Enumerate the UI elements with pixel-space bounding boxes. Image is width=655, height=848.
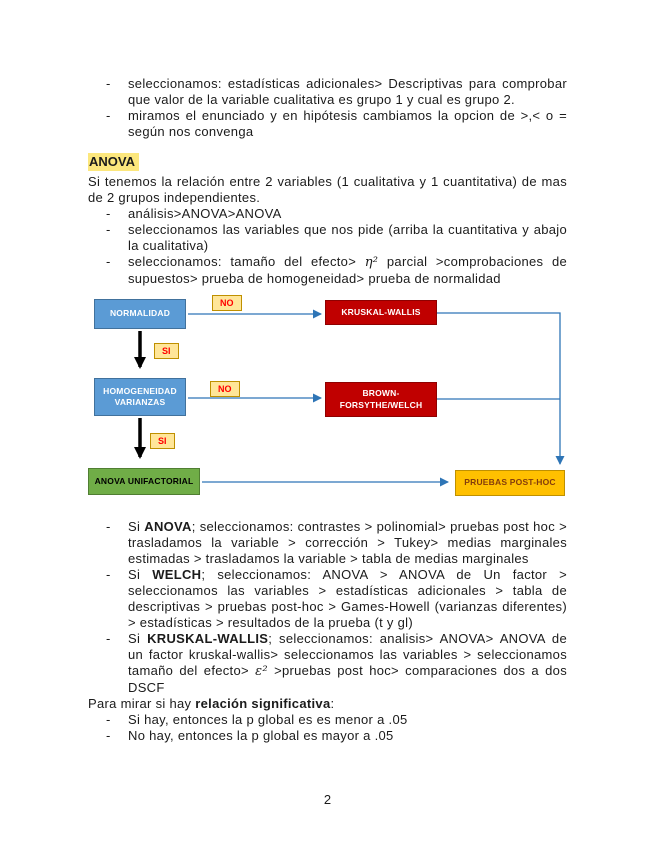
bullet-text: Si hay, entonces la p global es es menor… xyxy=(128,712,408,727)
list-item: - seleccionamos: estadísticas adicionale… xyxy=(88,76,567,108)
bullet-dash: - xyxy=(106,567,111,582)
kruskal-to-posthoc-connector xyxy=(437,312,565,465)
bullet-text-pre: seleccionamos: tamaño del efecto> xyxy=(128,254,365,269)
bullet-text: seleccionamos: tamaño del efecto> η² par… xyxy=(128,254,567,287)
bullet-text: análisis>ANOVA>ANOVA xyxy=(128,206,282,221)
bullet-text: Si WELCH; seleccionamos: ANOVA > ANOVA d… xyxy=(128,567,567,631)
anova-heading: ANOVA xyxy=(88,153,567,171)
list-item: - seleccionamos las variables que nos pi… xyxy=(88,222,567,254)
epsilon-squared-symbol: ε² xyxy=(255,664,268,679)
bullet-dash: - xyxy=(106,631,111,646)
flow-node-pruebas-posthoc: PRUEBAS POST-HOC xyxy=(455,470,565,496)
bullet-dash: - xyxy=(106,254,111,269)
bullet-text: Si KRUSKAL-WALLIS; seleccionamos: analis… xyxy=(128,631,567,696)
significance-lead: Para mirar si hay relación significativa… xyxy=(88,696,567,712)
flow-node-anova-unifactorial: ANOVA UNIFACTORIAL xyxy=(88,468,200,495)
flow-node-homogeneidad: HOMOGENEIDAD VARIANZAS xyxy=(94,378,186,416)
anova-bullet-list: - análisis>ANOVA>ANOVA - seleccionamos l… xyxy=(88,206,567,287)
bullet-keyword-kruskal-wallis: KRUSKAL-WALLIS xyxy=(147,631,269,646)
result-bullet-list: - Si ANOVA; seleccionamos: contrastes > … xyxy=(88,519,567,696)
bullet-si: Si xyxy=(128,567,153,582)
flowchart-connectors xyxy=(134,309,565,487)
anova-heading-text: ANOVA xyxy=(88,153,139,171)
significance-lead-text: Para mirar si hay xyxy=(88,696,196,711)
list-item: - Si KRUSKAL-WALLIS; seleccionamos: anal… xyxy=(88,631,567,696)
list-item: - Si hay, entonces la p global es es men… xyxy=(88,712,567,728)
anova-intro-paragraph: Si tenemos la relación entre 2 variables… xyxy=(88,174,567,205)
bullet-text-post: parcial >comprobaciones de supuestos> pr… xyxy=(128,254,568,286)
bullet-rest: ; seleccionamos: analisis> ANOVA> ANOVA … xyxy=(128,631,567,678)
bullet-text: No hay, entonces la p global es mayor a … xyxy=(128,728,394,743)
bullet-rest: ; seleccionamos: ANOVA > ANOVA de Un fac… xyxy=(128,567,567,630)
bullet-si: Si xyxy=(128,631,148,646)
bullet-si: Si xyxy=(128,519,145,534)
flow-label-si-normalidad: SI xyxy=(154,343,179,359)
bullet-rest: ; seleccionamos: contrastes > polinomial… xyxy=(128,519,567,566)
bullet-dash: - xyxy=(106,108,111,123)
significance-lead-bold: relación significativa xyxy=(195,696,331,711)
intro-bullet-list: - seleccionamos: estadísticas adicionale… xyxy=(88,76,567,140)
list-item: - Si ANOVA; seleccionamos: contrastes > … xyxy=(88,519,567,567)
bullet-keyword-welch: WELCH xyxy=(152,567,202,582)
list-item: - análisis>ANOVA>ANOVA xyxy=(88,206,567,222)
bullet-text: Si ANOVA; seleccionamos: contrastes > po… xyxy=(128,519,567,567)
anova-flowchart: NORMALIDAD NO KRUSKAL-WALLIS SI HOMOGENE… xyxy=(88,291,567,509)
flow-node-kruskal-wallis: KRUSKAL-WALLIS xyxy=(325,300,437,325)
bullet-text: miramos el enunciado y en hipótesis camb… xyxy=(128,108,567,139)
bullet-text: seleccionamos las variables que nos pide… xyxy=(128,222,567,253)
list-item: - seleccionamos: tamaño del efecto> η² p… xyxy=(88,254,567,287)
significance-lead-end: : xyxy=(330,696,335,711)
bullet-dash: - xyxy=(106,206,111,221)
list-item: - No hay, entonces la p global es mayor … xyxy=(88,728,567,744)
significance-bullet-list: - Si hay, entonces la p global es es men… xyxy=(88,712,567,744)
bullet-text: seleccionamos: estadísticas adicionales>… xyxy=(128,76,567,107)
flow-label-no-homogeneidad: NO xyxy=(210,381,240,397)
list-item: - Si WELCH; seleccionamos: ANOVA > ANOVA… xyxy=(88,567,567,631)
flow-node-brown-forsythe-welch: BROWN- FORSYTHE/WELCH xyxy=(325,382,437,417)
flow-node-normalidad: NORMALIDAD xyxy=(94,299,186,329)
flow-label-no-normalidad: NO xyxy=(212,295,242,311)
bullet-rest2: >pruebas post hoc> comparaciones dos a d… xyxy=(128,663,568,695)
eta-squared-symbol: η² xyxy=(364,255,379,270)
bullet-dash: - xyxy=(106,222,111,237)
flow-label-si-homogeneidad: SI xyxy=(150,433,175,449)
bullet-keyword-anova: ANOVA xyxy=(144,519,192,534)
bullet-dash: - xyxy=(106,76,111,91)
bullet-dash: - xyxy=(106,728,111,743)
page-number: 2 xyxy=(323,792,332,807)
bullet-dash: - xyxy=(106,712,111,727)
list-item: - miramos el enunciado y en hipótesis ca… xyxy=(88,108,567,140)
bullet-dash: - xyxy=(106,519,111,534)
